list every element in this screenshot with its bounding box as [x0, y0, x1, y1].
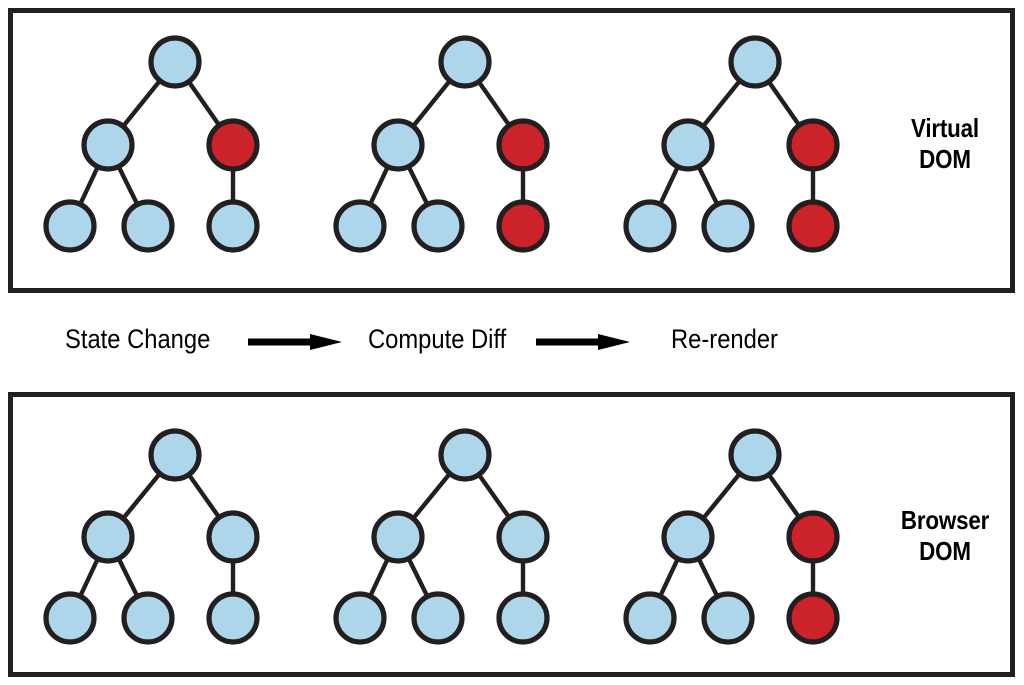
tree-node-red	[786, 118, 840, 172]
tree-node-blue	[661, 510, 715, 564]
tree-node-blue	[371, 510, 425, 564]
flow-step-compute-diff: Compute Diff	[368, 324, 507, 354]
tree-node-blue	[701, 199, 755, 253]
tree-node-blue	[728, 428, 782, 482]
tree-node-blue	[333, 199, 387, 253]
tree-node-blue	[623, 199, 677, 253]
tree-node-blue	[148, 428, 202, 482]
tree-node-blue	[411, 591, 465, 645]
flow-step-re-render: Re-render	[671, 324, 778, 354]
flow-arrow-right-icon-2	[536, 334, 630, 350]
tree-node-blue	[206, 199, 260, 253]
tree-node-blue	[43, 199, 97, 253]
tree-virtual-dom-tree-3	[623, 35, 840, 253]
tree-node-blue	[81, 510, 135, 564]
tree-node-blue	[333, 591, 387, 645]
tree-node-blue	[438, 35, 492, 89]
tree-node-red	[786, 510, 840, 564]
tree-node-blue	[701, 591, 755, 645]
tree-node-blue	[623, 591, 677, 645]
tree-node-red	[786, 591, 840, 645]
tree-node-blue	[43, 591, 97, 645]
tree-browser-dom-tree-1	[43, 428, 260, 645]
tree-node-blue	[206, 591, 260, 645]
tree-node-blue	[496, 591, 550, 645]
tree-node-blue	[121, 199, 175, 253]
flow-arrow-right-icon-1	[248, 334, 342, 350]
tree-node-red	[496, 118, 550, 172]
tree-node-blue	[148, 35, 202, 89]
tree-node-blue	[206, 510, 260, 564]
tree-node-blue	[438, 428, 492, 482]
tree-browser-dom-tree-2	[333, 428, 550, 645]
tree-node-blue	[411, 199, 465, 253]
tree-node-blue	[81, 118, 135, 172]
tree-virtual-dom-tree-2	[333, 35, 550, 253]
tree-node-blue	[661, 118, 715, 172]
browser-dom-label: Browser DOM	[900, 505, 990, 566]
tree-node-red	[206, 118, 260, 172]
flow-strip: State Change Compute Diff Re-render	[8, 300, 1015, 384]
tree-virtual-dom-tree-1	[43, 35, 260, 253]
tree-node-blue	[728, 35, 782, 89]
tree-node-blue	[496, 510, 550, 564]
tree-browser-dom-tree-3	[623, 428, 840, 645]
tree-node-red	[786, 199, 840, 253]
flow-step-state-change: State Change	[65, 324, 211, 354]
tree-node-blue	[371, 118, 425, 172]
tree-node-blue	[121, 591, 175, 645]
tree-node-red	[496, 199, 550, 253]
virtual-dom-label: Virtual DOM	[911, 113, 979, 174]
